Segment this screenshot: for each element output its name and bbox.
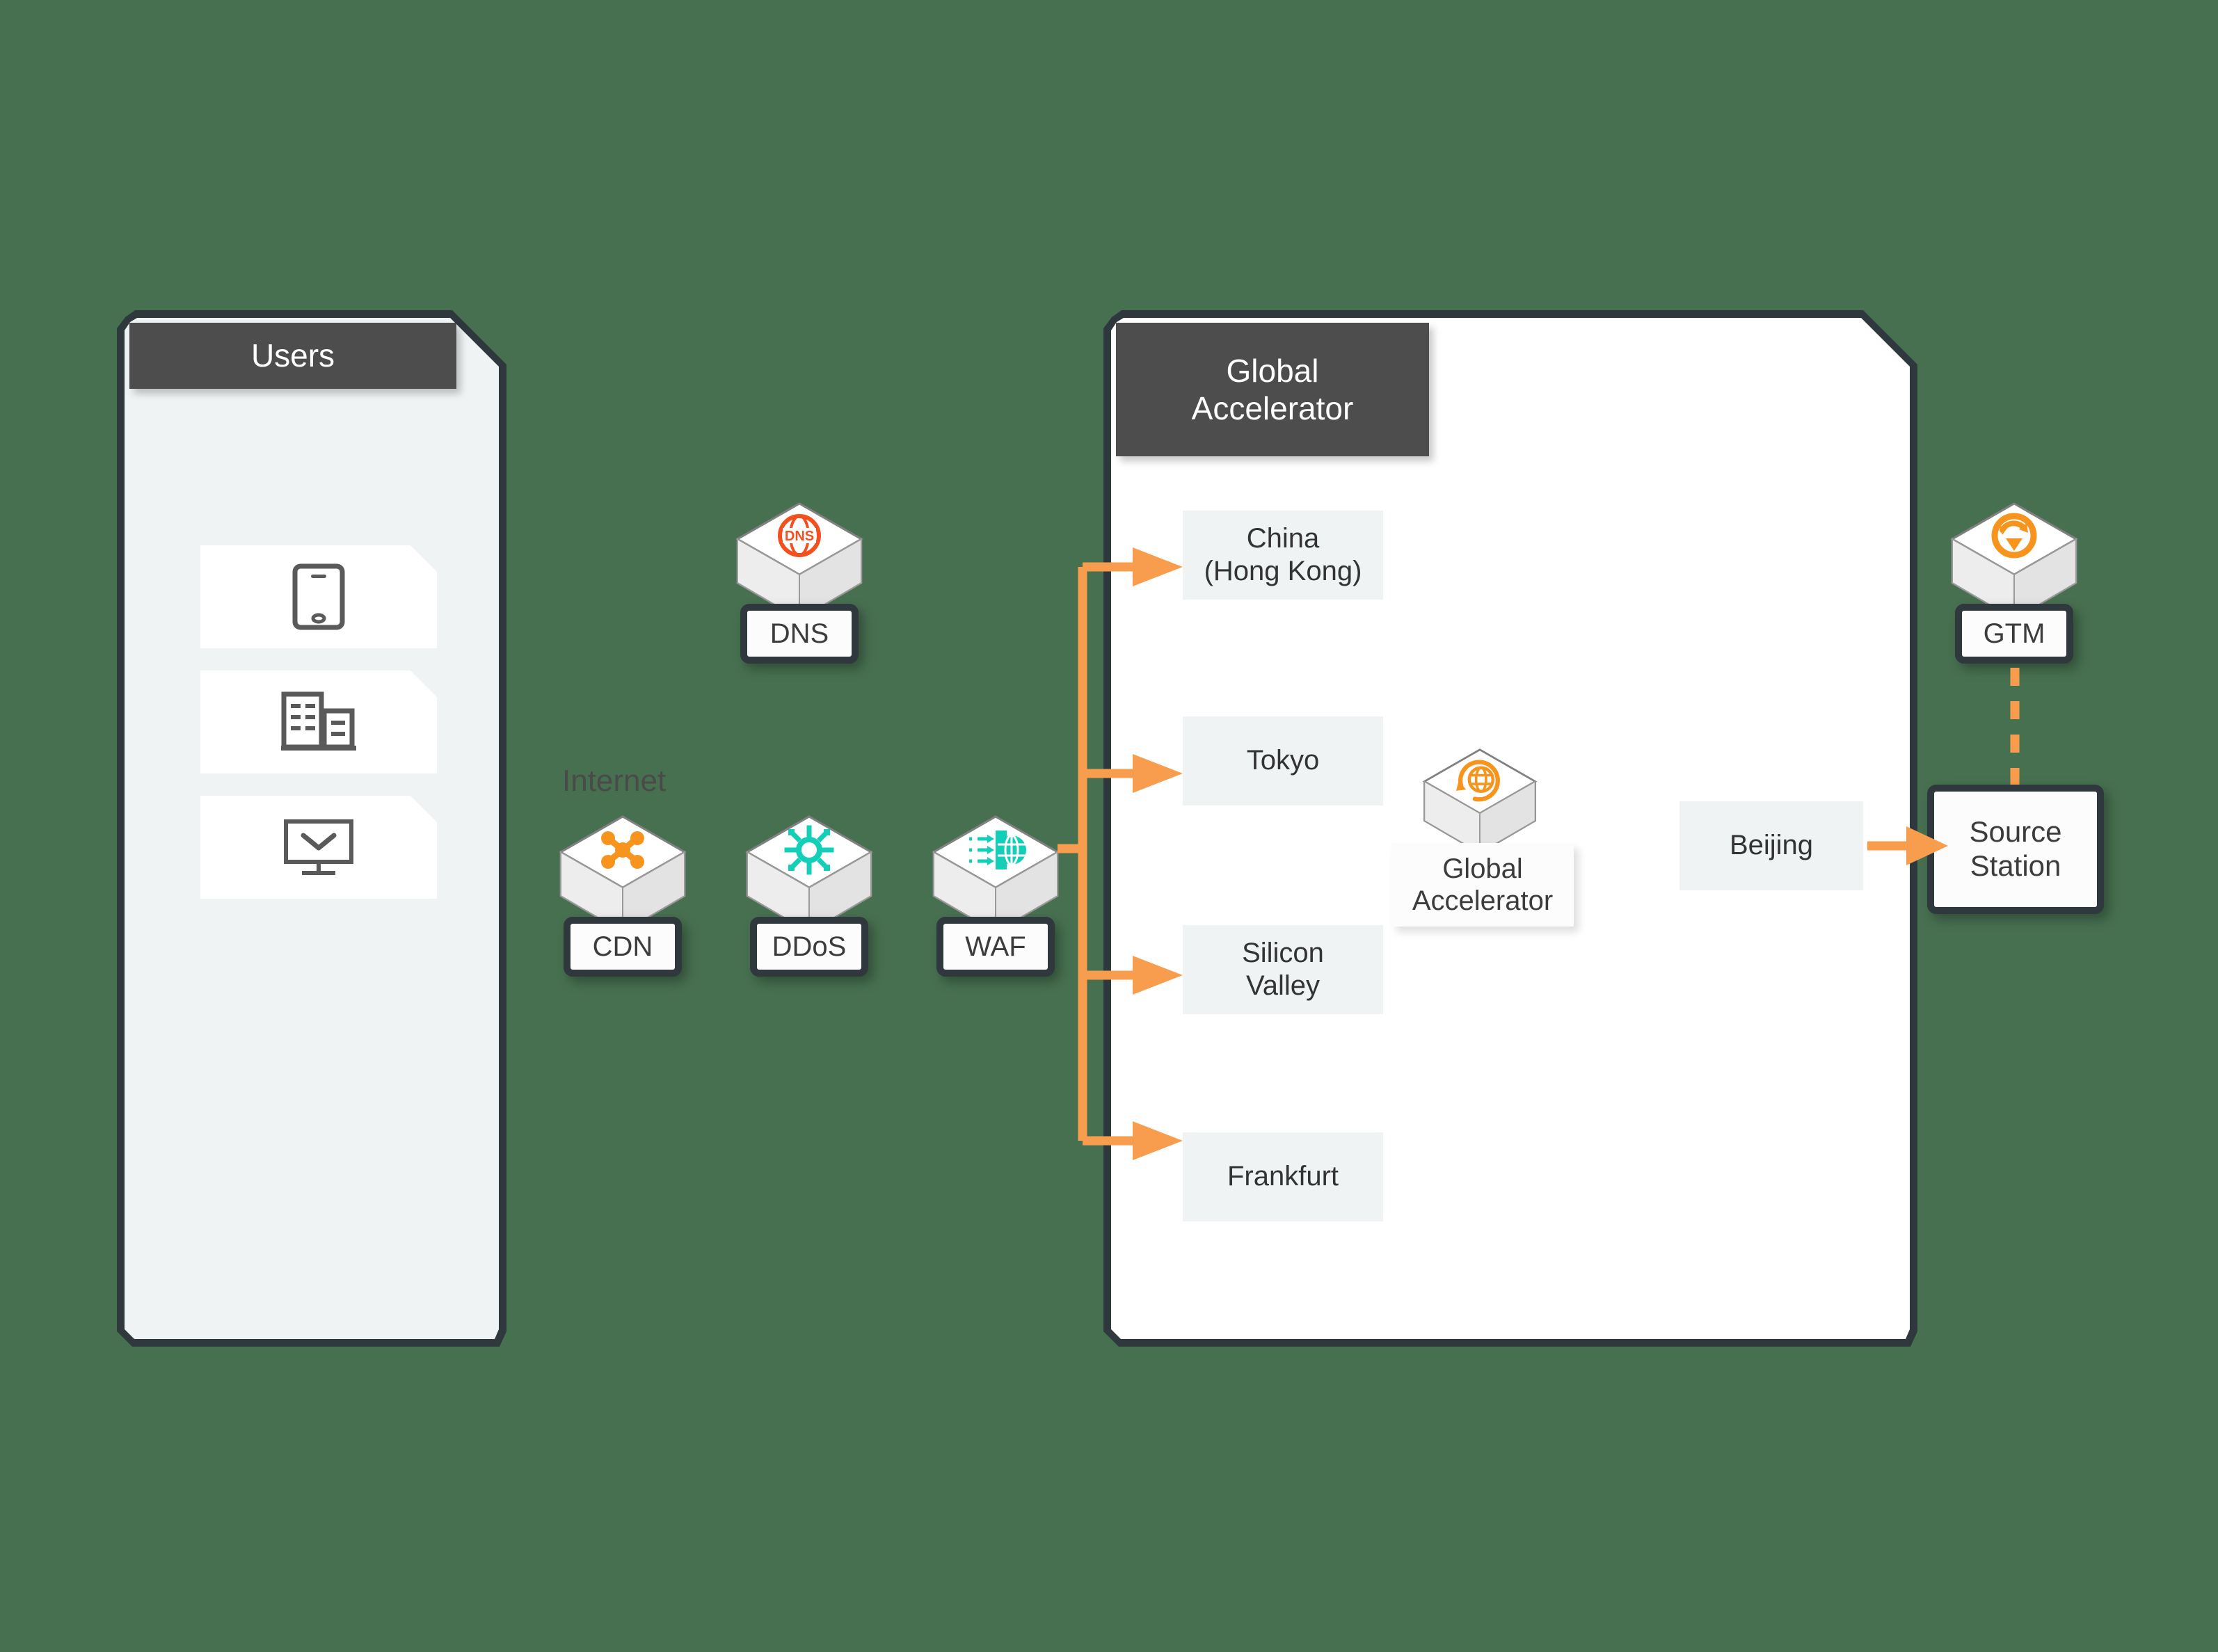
user-card-desktop [200,796,437,899]
node-gtm[interactable]: GTM [1948,499,2080,687]
dns-globe-icon: DNS [778,514,821,557]
node-dns-label[interactable]: DNS [740,604,859,664]
node-ddos-label[interactable]: DDoS [750,917,868,977]
group-accelerator-title: Global Accelerator [1116,323,1429,456]
node-dns[interactable]: DNS DNS [733,499,865,687]
cube-shape-cdn [558,815,687,933]
cube-shape-ddos [744,815,874,933]
node-global-accelerator-inner[interactable]: Global Accelerator [1391,746,1574,927]
user-card-mobile [200,545,437,648]
node-ddos[interactable]: DDoS [743,812,875,1000]
region-chip-beijing[interactable]: Beijing [1680,801,1863,890]
desktop-monitor-icon [282,817,355,877]
ddos-shield-gear-icon [784,825,834,875]
region-chip-china-hong-kong[interactable]: China (Hong Kong) [1183,511,1383,600]
node-cdn-label[interactable]: CDN [564,917,682,977]
node-waf[interactable]: WAF [930,812,1062,1000]
cube-shape-dns: DNS [735,502,864,620]
region-chip-tokyo[interactable]: Tokyo [1183,716,1383,805]
svg-text:DNS: DNS [785,529,814,544]
region-chip-silicon-valley[interactable]: Silicon Valley [1183,925,1383,1014]
internet-label: Internet [562,764,667,798]
cube-shape-waf [931,815,1060,933]
user-card-enterprise [200,671,437,773]
cdn-nodes-icon [601,831,644,869]
group-users-title: Users [129,323,456,389]
connector-arrowheads [1133,547,1183,1160]
node-global-accelerator-inner-label[interactable]: Global Accelerator [1391,843,1574,927]
group-users-frame: Users [117,310,506,1347]
node-cdn[interactable]: CDN [557,812,689,1000]
waf-firewall-globe-icon [969,831,1026,869]
cube-shape-global-accelerator [1422,748,1538,854]
node-gtm-label[interactable]: GTM [1955,604,2073,664]
cube-shape-gtm [1949,502,2079,620]
region-chip-frankfurt[interactable]: Frankfurt [1183,1132,1383,1221]
node-waf-label[interactable]: WAF [936,917,1055,977]
global-accelerator-globe-icon [1456,760,1500,802]
gtm-traffic-rotate-icon [1991,513,2037,559]
tablet-device-icon [292,563,346,630]
office-buildings-icon [280,690,358,754]
